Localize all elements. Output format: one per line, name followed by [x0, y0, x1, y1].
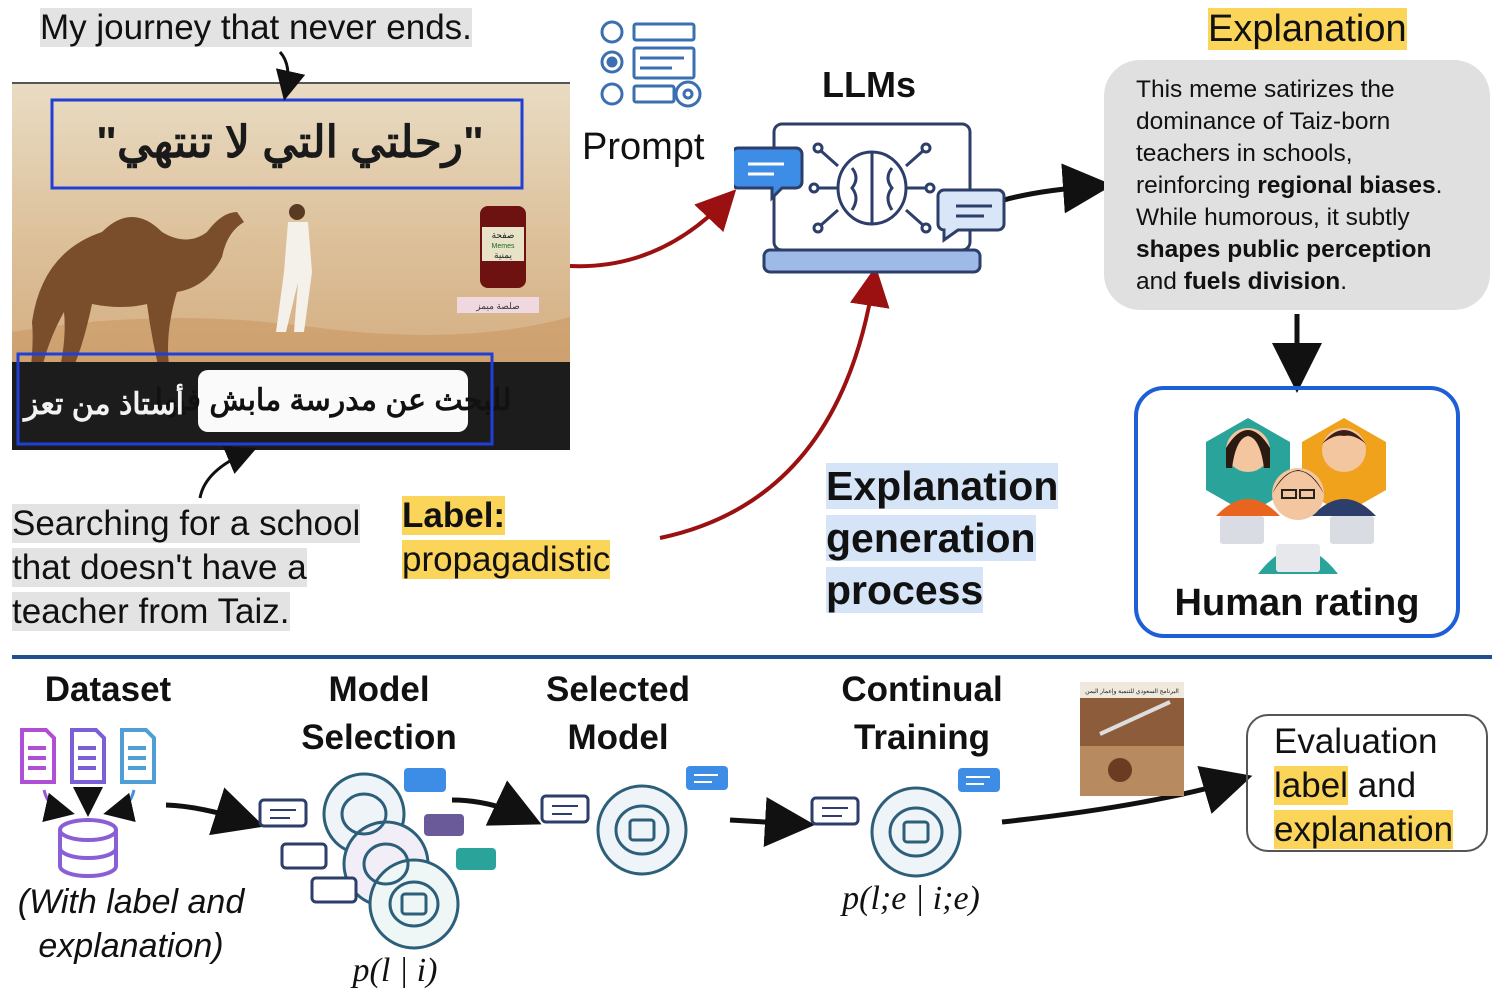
svg-text:صلصة ميمز: صلصة ميمز: [475, 301, 519, 312]
walking-man-shape: [276, 204, 312, 332]
label-value: propagadistic: [402, 540, 611, 579]
meme-caption-bottom: Searching for a school that doesn't have…: [12, 504, 361, 631]
model-selection-formula: p(l | i): [352, 952, 438, 989]
brain-chip-icon: [810, 768, 1000, 878]
svg-text:يمنية: يمنية: [494, 250, 512, 260]
llms-label: LLMs: [822, 64, 916, 105]
continual-training-title: Continual Training: [841, 670, 1003, 757]
laptop-brain-icon: [734, 122, 1006, 274]
svg-text:Memes: Memes: [492, 243, 515, 250]
explanation-bubble: This meme satirizes the dominance of Tai…: [1104, 60, 1490, 310]
continual-training-formula: p(l;e | i;e): [842, 880, 980, 917]
chat-bubble-icon: [734, 146, 804, 202]
svg-text:صفحة: صفحة: [492, 230, 515, 240]
evaluation-box: Evaluation label and explanation: [1246, 714, 1488, 852]
selected-model-title: Selected Model: [546, 670, 690, 757]
meme-arabic-bottom-right: أستاذ من تعز: [22, 383, 184, 422]
meme-thumbnail: البرنامج السعودي للتنمية وإعمار اليمن: [1080, 682, 1184, 796]
human-rating-box: Human rating: [1134, 386, 1460, 638]
document-icon: [20, 728, 156, 784]
explanation-title: Explanation: [1208, 8, 1407, 50]
jar-logo: صفحة Memes يمنية صلصة ميمز: [457, 206, 539, 313]
camel-shape: [30, 212, 244, 382]
dataset-note: (With label and explanation): [17, 883, 245, 965]
chat-bubble-icon: [936, 188, 1006, 243]
model-selection-icon: [258, 768, 496, 950]
svg-text:البرنامج السعودي للتنمية وإعما: البرنامج السعودي للتنمية وإعمار اليمن: [1085, 688, 1179, 695]
label-title: Label:: [402, 496, 506, 535]
evaluation-title: Evaluation: [1274, 722, 1438, 761]
dataset-title: Dataset: [44, 670, 172, 709]
human-rating-label: Human rating: [1174, 582, 1420, 624]
brain-chip-icon: [540, 766, 728, 876]
model-selection-title: Model Selection: [301, 670, 457, 757]
meme-arabic-bottom-left: للبحث عن مدرسة مابش فيها: [155, 384, 512, 418]
database-icon: [58, 818, 118, 878]
dataset-icon-group: [20, 728, 156, 878]
people-icon: [1206, 418, 1386, 574]
meme-image: صفحة Memes يمنية صلصة ميمز "رحلتي التي ل…: [12, 82, 570, 450]
meme-bottom-box: [16, 352, 494, 446]
prompt-label: Prompt: [582, 126, 705, 168]
process-title: Explanation generation process: [826, 463, 1059, 613]
meme-caption-top: My journey that never ends.: [40, 8, 472, 47]
label-block: Label: propagadistic: [402, 494, 611, 582]
meme-arabic-top: "رحلتي التي لا تنتهي": [96, 118, 484, 169]
prompt-list-icon: [600, 20, 702, 108]
chat-bubble-icon: [258, 768, 496, 904]
